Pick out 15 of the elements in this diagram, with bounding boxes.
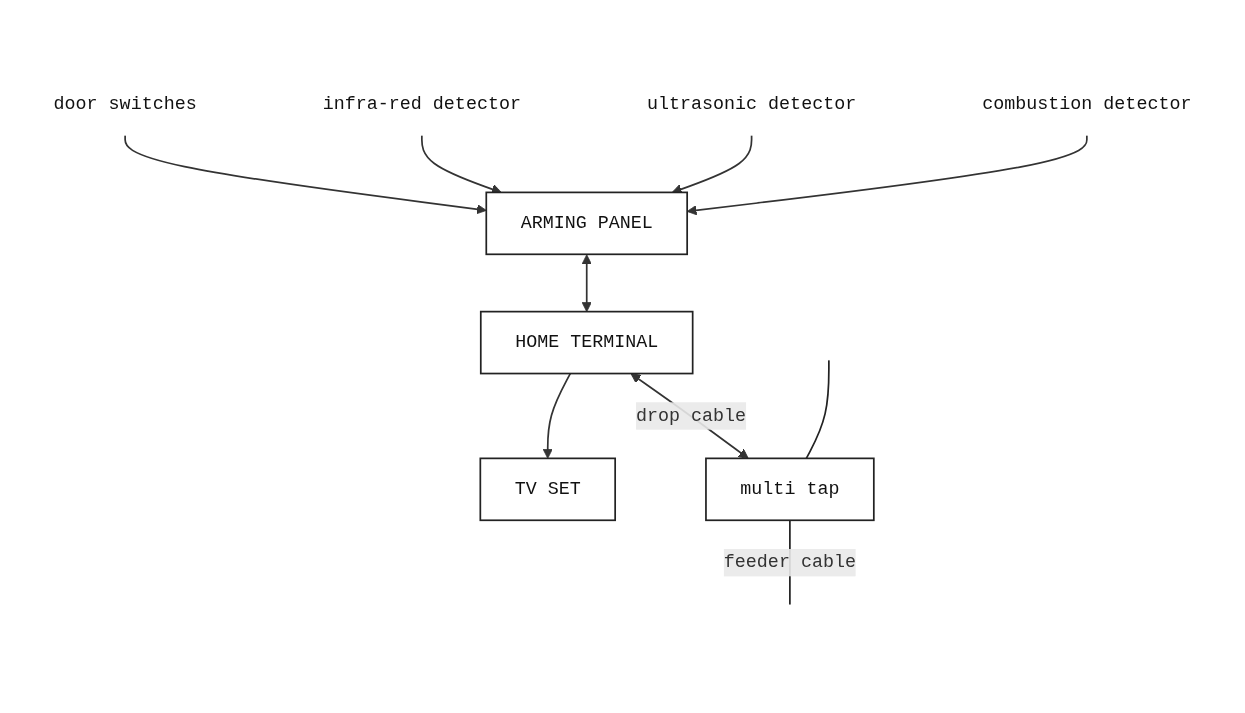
node-box: TV SET — [479, 457, 616, 522]
node-text: ultrasonic detector — [647, 93, 857, 115]
connector — [805, 359, 830, 460]
arrow — [542, 372, 572, 459]
edge-label: drop cable — [636, 405, 747, 427]
node-text: door switches — [53, 93, 197, 115]
arrow — [581, 254, 592, 313]
node-text: combustion detector — [982, 93, 1192, 115]
node-box: HOME TERMINAL — [479, 310, 694, 375]
node-text: infra-red detector — [322, 93, 521, 115]
edge-label: feeder cable — [723, 552, 856, 574]
arrow — [630, 373, 749, 459]
node-box: ARMING PANEL — [485, 191, 688, 256]
node-box: multi tap — [705, 457, 875, 522]
arrow — [124, 134, 487, 215]
